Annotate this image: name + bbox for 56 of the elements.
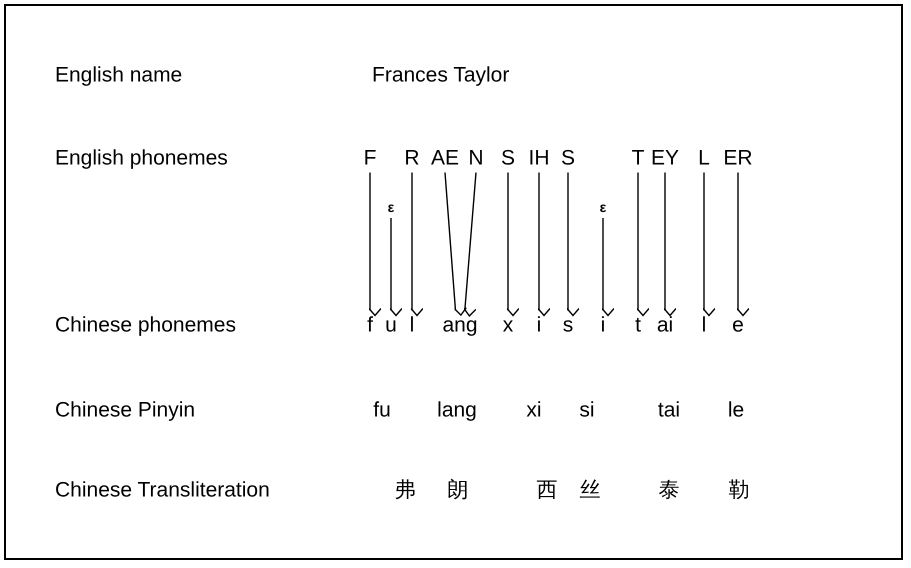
arrow bbox=[702, 172, 716, 316]
phoneme-label: s bbox=[562, 314, 574, 336]
row-label: English name bbox=[55, 64, 182, 86]
pinyin-syllable: lang bbox=[437, 400, 477, 420]
phoneme-label: EY bbox=[651, 148, 679, 168]
phoneme-label: IH bbox=[528, 148, 550, 168]
phoneme-label: R bbox=[404, 148, 420, 168]
phoneme-label: i bbox=[536, 314, 542, 336]
row-label: Chinese Pinyin bbox=[55, 400, 196, 420]
phoneme-label: t bbox=[635, 314, 641, 336]
phoneme-label: l bbox=[702, 314, 706, 336]
phoneme-label: F bbox=[364, 148, 376, 168]
arrow bbox=[368, 172, 382, 316]
phoneme-label: e bbox=[732, 314, 744, 336]
chinese-character: 西 bbox=[536, 480, 558, 500]
pinyin-syllable: tai bbox=[658, 400, 680, 420]
phoneme-label: x bbox=[502, 314, 514, 336]
phoneme-label: N bbox=[468, 148, 484, 168]
row-label: English phonemes bbox=[55, 148, 228, 168]
phoneme-label: S bbox=[501, 148, 515, 168]
arrow bbox=[537, 172, 551, 316]
pinyin-syllable: fu bbox=[373, 400, 391, 420]
pinyin-syllable: xi bbox=[526, 400, 542, 420]
chinese-character: 朗 bbox=[448, 480, 468, 500]
pinyin-syllable: le bbox=[728, 400, 744, 420]
phoneme-label: ang bbox=[442, 314, 478, 336]
phoneme-label: S bbox=[561, 148, 575, 168]
arrow bbox=[410, 172, 424, 316]
phoneme-label: L bbox=[698, 148, 710, 168]
arrow bbox=[566, 172, 580, 316]
arrow bbox=[506, 172, 520, 316]
chinese-character: 丝 bbox=[580, 480, 600, 500]
phoneme-label: u bbox=[385, 314, 397, 336]
name-text: Frances Taylor bbox=[372, 64, 510, 86]
arrow bbox=[663, 172, 677, 316]
arrow bbox=[444, 172, 468, 316]
chinese-character: 泰 bbox=[658, 480, 680, 500]
phoneme-label: l bbox=[410, 314, 414, 336]
phoneme-label: AE bbox=[431, 148, 459, 168]
row-label: Chinese Transliteration bbox=[55, 480, 270, 500]
epsilon-symbol: ε bbox=[388, 200, 394, 214]
arrow bbox=[636, 172, 650, 316]
row-label: Chinese phonemes bbox=[55, 314, 236, 336]
phoneme-label: f bbox=[367, 314, 373, 336]
phoneme-label: ER bbox=[723, 148, 753, 168]
arrow bbox=[601, 218, 615, 316]
arrow bbox=[736, 172, 750, 316]
arrow bbox=[463, 172, 477, 317]
epsilon-symbol: ε bbox=[600, 200, 606, 214]
chinese-character: 勒 bbox=[728, 480, 750, 500]
phoneme-label: T bbox=[632, 148, 644, 168]
phoneme-label: ai bbox=[656, 314, 674, 336]
chinese-character: 弗 bbox=[394, 480, 416, 500]
phoneme-label: i bbox=[600, 314, 606, 336]
pinyin-syllable: si bbox=[579, 400, 595, 420]
arrow bbox=[389, 218, 403, 316]
